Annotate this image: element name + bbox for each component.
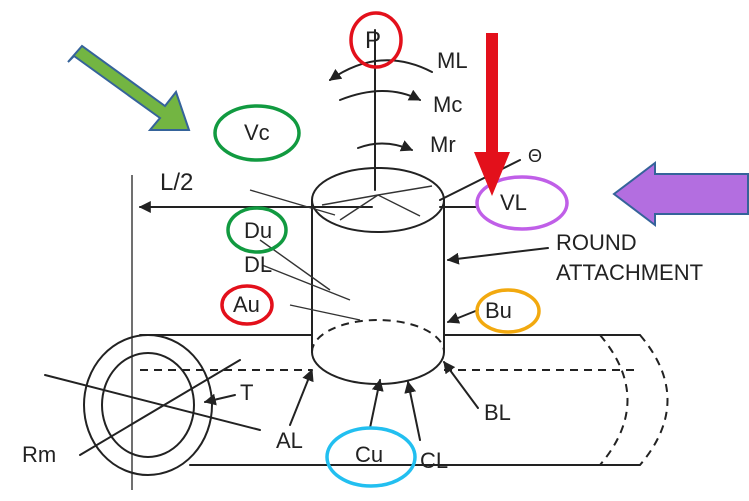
moment-mr-arc bbox=[357, 140, 414, 152]
theta-leader bbox=[439, 159, 521, 201]
leader-al bbox=[289, 368, 314, 426]
section-line-2 bbox=[79, 359, 241, 456]
label-dl: DL bbox=[244, 252, 272, 277]
highlight-p-circle bbox=[349, 11, 403, 69]
label-ml: ML bbox=[437, 48, 468, 73]
label-bl: BL bbox=[484, 400, 511, 425]
label-bu: Bu bbox=[485, 298, 512, 323]
section-line-1 bbox=[44, 374, 261, 431]
highlight-vc-circle bbox=[213, 104, 301, 162]
radial-arrow-3 bbox=[377, 194, 421, 217]
label-theta: Θ bbox=[528, 146, 542, 166]
highlight-bu-circle bbox=[475, 288, 541, 334]
highlight-du-circle bbox=[226, 206, 288, 254]
label-vc: Vc bbox=[244, 120, 270, 145]
label-du: Du bbox=[244, 218, 272, 243]
highlight-cu-circle bbox=[325, 426, 417, 488]
leader-bu bbox=[446, 309, 479, 324]
leader-au bbox=[289, 304, 361, 321]
label-cl: CL bbox=[420, 448, 448, 473]
moment-ml-arc bbox=[329, 59, 433, 81]
label-cu: Cu bbox=[355, 442, 383, 467]
label-au: Au bbox=[233, 292, 260, 317]
line-drawing bbox=[44, 29, 669, 490]
label-l2: L/2 bbox=[160, 169, 193, 196]
labels: P ML Mc Mr Θ Vc VL L/2 Du DL Au Bu ROUND… bbox=[22, 27, 703, 473]
red-callout-arrow bbox=[474, 33, 510, 196]
label-p: P bbox=[365, 27, 381, 54]
leader-cl bbox=[404, 380, 421, 441]
shell-left-end-outer bbox=[83, 334, 213, 476]
radial-arrow-2 bbox=[339, 194, 379, 221]
attachment-bottom-back bbox=[311, 319, 445, 353]
label-rm: Rm bbox=[22, 442, 56, 467]
leader-vc bbox=[249, 189, 336, 216]
leader-bl bbox=[443, 361, 479, 409]
label-t: T bbox=[240, 380, 253, 405]
attachment-bottom-front bbox=[311, 351, 445, 385]
label-vl: VL bbox=[500, 190, 527, 215]
radial-arrow-1 bbox=[321, 194, 379, 206]
green-callout-arrow bbox=[67, 44, 191, 131]
label-attachment: ATTACHMENT bbox=[556, 260, 703, 285]
highlight-vl-circle bbox=[475, 175, 569, 231]
label-mc: Mc bbox=[433, 92, 462, 117]
shell-right-end bbox=[639, 334, 669, 466]
label-round: ROUND bbox=[556, 230, 637, 255]
leader-t bbox=[203, 393, 236, 406]
highlights bbox=[213, 11, 569, 488]
callout-arrows bbox=[67, 33, 749, 228]
moment-mc-arc bbox=[339, 89, 422, 101]
radial-arrow-4 bbox=[377, 185, 433, 196]
attachment-top-ellipse bbox=[311, 167, 445, 233]
label-mr: Mr bbox=[430, 132, 456, 157]
shell-left-end-inner bbox=[101, 352, 195, 458]
shell-right-end-inner bbox=[599, 334, 629, 466]
leader-dl bbox=[261, 264, 351, 301]
leader-cu bbox=[369, 378, 384, 429]
highlight-au-circle bbox=[220, 284, 274, 326]
label-al: AL bbox=[276, 428, 303, 453]
leader-round bbox=[446, 247, 549, 265]
purple-callout-arrow bbox=[612, 160, 749, 228]
